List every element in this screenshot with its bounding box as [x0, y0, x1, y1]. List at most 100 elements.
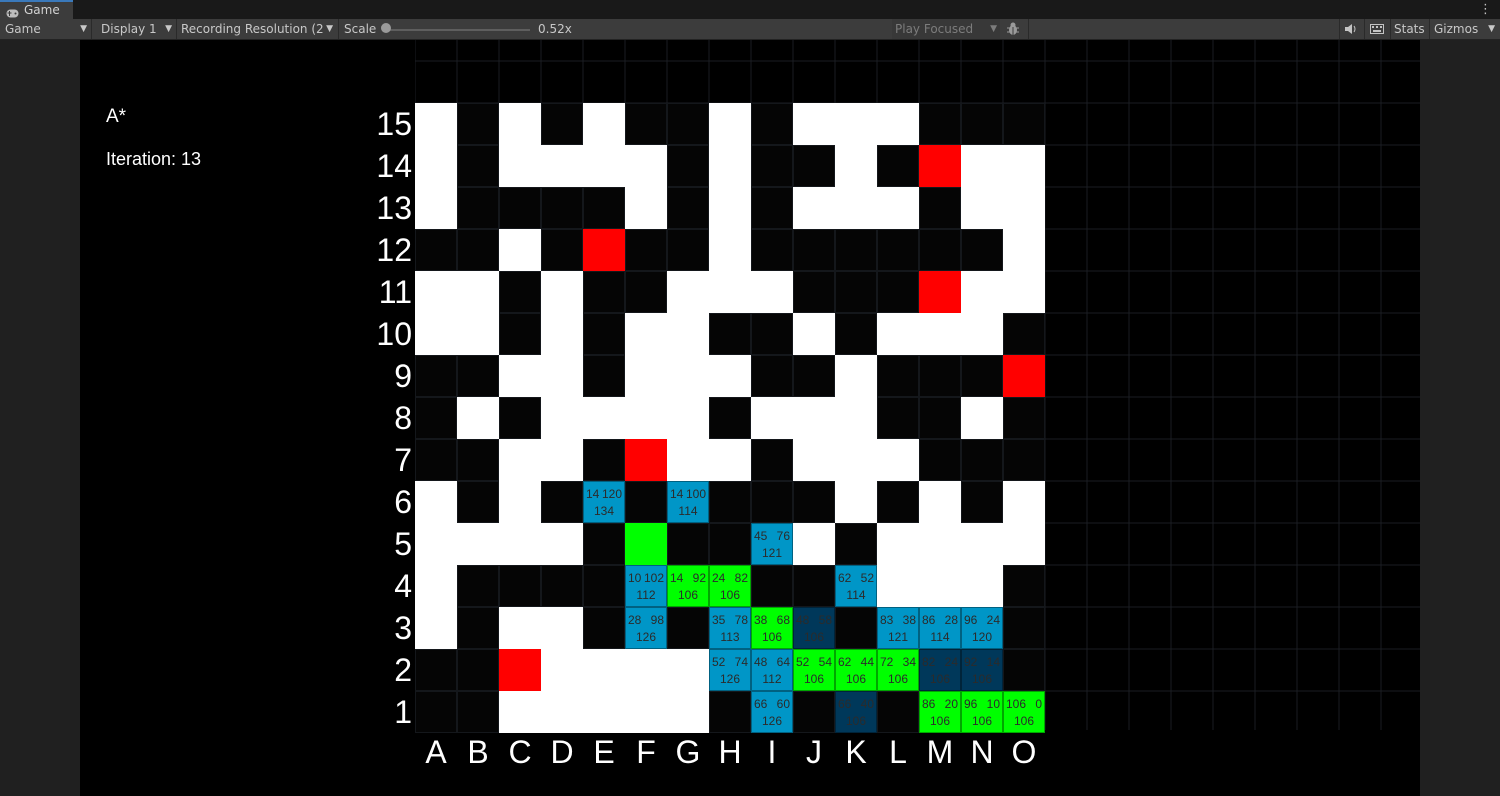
free-cell[interactable]: [415, 145, 457, 187]
free-cell[interactable]: [541, 523, 583, 565]
free-cell[interactable]: [793, 397, 835, 439]
play-mode-dropdown[interactable]: Play Focused ▼: [892, 19, 1000, 39]
free-cell[interactable]: [541, 691, 583, 733]
free-cell[interactable]: [961, 145, 1003, 187]
free-cell[interactable]: [877, 103, 919, 145]
wall-cell[interactable]: [961, 103, 1003, 145]
wall-cell[interactable]: [919, 103, 961, 145]
wall-cell[interactable]: [751, 313, 793, 355]
free-cell[interactable]: [667, 355, 709, 397]
wall-cell[interactable]: [499, 397, 541, 439]
target-cell[interactable]: [1003, 355, 1045, 397]
free-cell[interactable]: [541, 649, 583, 691]
wall-cell[interactable]: [877, 481, 919, 523]
start-cell[interactable]: [625, 523, 667, 565]
view-mode-dropdown[interactable]: Game ▼: [0, 19, 90, 39]
free-cell[interactable]: [541, 397, 583, 439]
free-cell[interactable]: [961, 523, 1003, 565]
free-cell[interactable]: [667, 397, 709, 439]
wall-cell[interactable]: [919, 439, 961, 481]
free-cell[interactable]: [709, 229, 751, 271]
target-cell[interactable]: [625, 439, 667, 481]
wall-cell[interactable]: [583, 313, 625, 355]
wall-cell[interactable]: [667, 229, 709, 271]
wall-cell[interactable]: [583, 523, 625, 565]
wall-cell[interactable]: [499, 313, 541, 355]
free-cell[interactable]: [709, 187, 751, 229]
wall-cell[interactable]: [919, 229, 961, 271]
wall-cell[interactable]: [835, 229, 877, 271]
free-cell[interactable]: [667, 691, 709, 733]
free-cell[interactable]: [415, 481, 457, 523]
wall-cell[interactable]: [583, 355, 625, 397]
free-cell[interactable]: [1003, 523, 1045, 565]
wall-cell[interactable]: [625, 481, 667, 523]
free-cell[interactable]: [499, 481, 541, 523]
free-cell[interactable]: [541, 439, 583, 481]
wall-cell[interactable]: [835, 313, 877, 355]
wall-cell[interactable]: [751, 355, 793, 397]
wall-cell[interactable]: [709, 397, 751, 439]
wall-cell[interactable]: [751, 187, 793, 229]
wall-cell[interactable]: [793, 145, 835, 187]
wall-cell[interactable]: [457, 649, 499, 691]
wall-cell[interactable]: [415, 649, 457, 691]
wall-cell[interactable]: [667, 103, 709, 145]
free-cell[interactable]: [415, 313, 457, 355]
free-cell[interactable]: [583, 691, 625, 733]
wall-cell[interactable]: [877, 229, 919, 271]
free-cell[interactable]: [877, 565, 919, 607]
free-cell[interactable]: [667, 271, 709, 313]
free-cell[interactable]: [625, 187, 667, 229]
free-cell[interactable]: [541, 271, 583, 313]
scale-slider-handle[interactable]: [381, 23, 391, 33]
wall-cell[interactable]: [709, 523, 751, 565]
wall-cell[interactable]: [457, 439, 499, 481]
free-cell[interactable]: [877, 187, 919, 229]
wall-cell[interactable]: [919, 397, 961, 439]
free-cell[interactable]: [499, 523, 541, 565]
free-cell[interactable]: [625, 313, 667, 355]
free-cell[interactable]: [961, 565, 1003, 607]
free-cell[interactable]: [499, 355, 541, 397]
free-cell[interactable]: [709, 271, 751, 313]
wall-cell[interactable]: [961, 439, 1003, 481]
free-cell[interactable]: [751, 397, 793, 439]
wall-cell[interactable]: [751, 229, 793, 271]
wall-cell[interactable]: [1003, 565, 1045, 607]
wall-cell[interactable]: [457, 229, 499, 271]
wall-cell[interactable]: [583, 439, 625, 481]
wall-cell[interactable]: [1003, 649, 1045, 691]
wall-cell[interactable]: [709, 691, 751, 733]
free-cell[interactable]: [709, 145, 751, 187]
wall-cell[interactable]: [415, 691, 457, 733]
free-cell[interactable]: [835, 439, 877, 481]
wall-cell[interactable]: [877, 355, 919, 397]
target-cell[interactable]: [919, 145, 961, 187]
wall-cell[interactable]: [751, 439, 793, 481]
wall-cell[interactable]: [667, 523, 709, 565]
free-cell[interactable]: [919, 565, 961, 607]
free-cell[interactable]: [835, 355, 877, 397]
wall-cell[interactable]: [499, 565, 541, 607]
free-cell[interactable]: [793, 313, 835, 355]
wall-cell[interactable]: [541, 103, 583, 145]
wall-cell[interactable]: [751, 103, 793, 145]
free-cell[interactable]: [793, 187, 835, 229]
free-cell[interactable]: [1003, 187, 1045, 229]
wall-cell[interactable]: [667, 607, 709, 649]
